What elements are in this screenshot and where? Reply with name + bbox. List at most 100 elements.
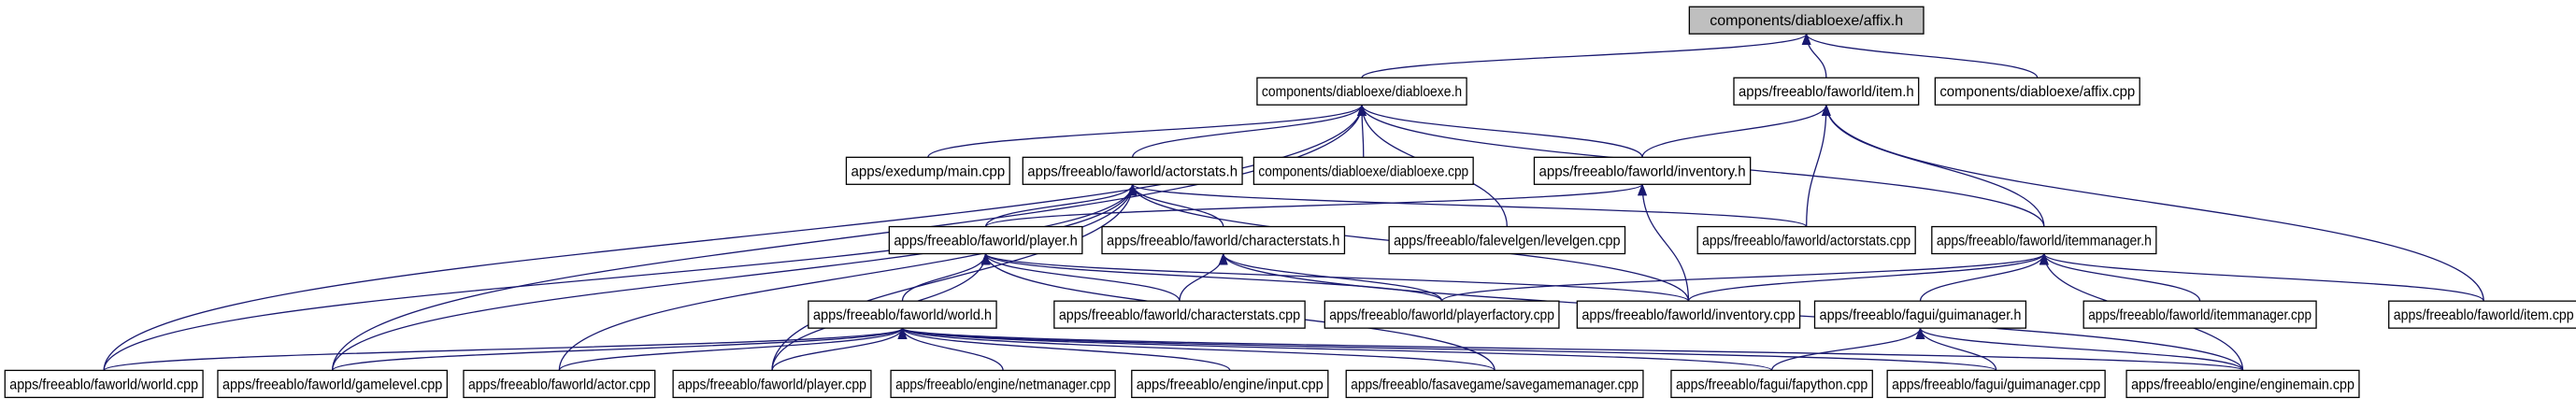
node-savegamemanager-cpp[interactable]: apps/freeablo/fasavegame/savegamemanager…: [1345, 369, 1644, 399]
edge-itemmanager_cpp-to-itemmanager_h: [2039, 252, 2201, 302]
node-actorstats-cpp[interactable]: apps/freeablo/faworld/actorstats.cpp: [1696, 225, 1916, 255]
node-characterstats-cpp[interactable]: apps/freeablo/faworld/characterstats.cpp: [1053, 300, 1306, 329]
node-world-h[interactable]: apps/freeablo/faworld/world.h: [808, 300, 997, 329]
edge-gamelevel_cpp-to-world_h: [331, 327, 908, 371]
edge-item_cpp-to-item_h: [1821, 104, 2484, 302]
node-fapython-cpp[interactable]: apps/freeablo/fagui/fapython.cpp: [1670, 369, 1873, 399]
edge-inventory_h-to-diabloexe_h: [1357, 104, 1643, 158]
nodes-layer: components/diabloexe/affix.h components/…: [4, 6, 2576, 399]
svg-text:apps/freeablo/fasavegame/saveg: apps/freeablo/fasavegame/savegamemanager…: [1351, 377, 1639, 392]
svg-text:apps/freeablo/faworld/inventor: apps/freeablo/faworld/inventory.h: [1538, 164, 1745, 179]
svg-text:apps/freeablo/engine/netmanage: apps/freeablo/engine/netmanager.cpp: [895, 377, 1110, 392]
edge-inventory_cpp-to-inventory_h: [1638, 183, 1690, 302]
svg-text:components/diabloexe/diabloexe: components/diabloexe/diabloexe.h: [1262, 84, 1462, 100]
edge-playerfactory_cpp-to-itemmanager_h: [1440, 252, 2049, 302]
edge-actorstats_cpp-to-actorstats_h: [1128, 183, 1808, 228]
edge-world_cpp-to-world_h: [103, 327, 907, 371]
edge-playerfactory_cpp-to-characterstats_h: [1218, 252, 1443, 302]
edge-enginemain_cpp-to-guimanager_h: [1915, 327, 2244, 371]
svg-text:components/diabloexe/diabloexe: components/diabloexe/diabloexe.cpp: [1258, 164, 1468, 179]
edge-characterstats_cpp-to-player_h: [980, 252, 1181, 302]
node-enginemain-cpp[interactable]: apps/freeablo/engine/enginemain.cpp: [2125, 369, 2360, 399]
svg-text:apps/freeablo/fagui/guimanager: apps/freeablo/fagui/guimanager.h: [1820, 307, 2022, 323]
edge-fapython_cpp-to-world_h: [897, 327, 1773, 371]
svg-text:apps/exedump/main.cpp: apps/exedump/main.cpp: [851, 164, 1005, 179]
node-levelgen-cpp[interactable]: apps/freeablo/falevelgen/levelgen.cpp: [1388, 225, 1626, 255]
node-item-cpp[interactable]: apps/freeablo/faworld/item.cpp: [2388, 300, 2576, 329]
node-affix-h[interactable]: components/diabloexe/affix.h: [1688, 6, 1925, 35]
edge-player_cpp-to-world_h: [771, 327, 908, 371]
edge-gamelevel_cpp-to-diabloexe_h: [331, 104, 1367, 371]
node-gamelevel-cpp[interactable]: apps/freeablo/faworld/gamelevel.cpp: [217, 369, 448, 399]
node-inventory-cpp[interactable]: apps/freeablo/faworld/inventory.cpp: [1576, 300, 1801, 329]
svg-text:apps/freeablo/faworld/inventor: apps/freeablo/faworld/inventory.cpp: [1581, 307, 1795, 323]
node-exedump-main-cpp[interactable]: apps/exedump/main.cpp: [845, 156, 1010, 185]
svg-text:apps/freeablo/engine/input.cpp: apps/freeablo/engine/input.cpp: [1137, 377, 1324, 392]
node-actorstats-h[interactable]: apps/freeablo/faworld/actorstats.h: [1022, 156, 1243, 185]
svg-text:apps/freeablo/faworld/player.c: apps/freeablo/faworld/player.cpp: [678, 377, 866, 392]
svg-text:components/diabloexe/affix.h: components/diabloexe/affix.h: [1710, 13, 1903, 29]
node-world-cpp[interactable]: apps/freeablo/faworld/world.cpp: [4, 369, 204, 399]
edge-actorstats_cpp-to-item_h: [1806, 104, 1831, 227]
edge-characterstats_h-to-actorstats_h: [1127, 183, 1224, 227]
edge-actor_cpp-to-world_h: [558, 327, 908, 371]
edge-actor_cpp-to-actorstats_h: [558, 183, 1138, 371]
node-itemmanager-h[interactable]: apps/freeablo/faworld/itemmanager.h: [1931, 225, 2157, 255]
edge-inventory_cpp-to-itemmanager_h: [1687, 252, 2049, 302]
edge-actorstats_h-to-diabloexe_h: [1132, 104, 1367, 158]
svg-text:apps/freeablo/faworld/characte: apps/freeablo/faworld/characterstats.cpp: [1059, 307, 1300, 323]
node-input-cpp[interactable]: apps/freeablo/engine/input.cpp: [1131, 369, 1329, 399]
edges-layer: [103, 33, 2484, 371]
node-inventory-h[interactable]: apps/freeablo/faworld/inventory.h: [1533, 156, 1752, 185]
edge-fapython_cpp-to-guimanager_h: [1770, 327, 1925, 371]
svg-text:apps/freeablo/faworld/playerfa: apps/freeablo/faworld/playerfactory.cpp: [1329, 307, 1554, 323]
svg-text:apps/freeablo/faworld/actorsta: apps/freeablo/faworld/actorstats.cpp: [1702, 234, 1911, 249]
svg-text:apps/freeablo/faworld/item.cpp: apps/freeablo/faworld/item.cpp: [2394, 307, 2574, 323]
node-itemmanager-cpp[interactable]: apps/freeablo/faworld/itemmanager.cpp: [2082, 300, 2317, 329]
node-guimanager-h[interactable]: apps/freeablo/fagui/guimanager.h: [1813, 300, 2027, 329]
svg-text:apps/freeablo/faworld/world.h: apps/freeablo/faworld/world.h: [813, 307, 992, 323]
svg-text:apps/freeablo/fagui/fapython.c: apps/freeablo/fagui/fapython.cpp: [1676, 377, 1868, 392]
node-affix-cpp[interactable]: components/diabloexe/affix.cpp: [1934, 77, 2140, 106]
node-player-cpp[interactable]: apps/freeablo/faworld/player.cpp: [672, 369, 872, 399]
svg-text:apps/freeablo/faworld/actorsta: apps/freeablo/faworld/actorstats.h: [1027, 164, 1238, 179]
edge-world_cpp-to-diabloexe_h: [103, 104, 1367, 371]
svg-text:components/diabloexe/affix.cpp: components/diabloexe/affix.cpp: [1939, 84, 2135, 100]
edge-guimanager_cpp-to-world_h: [898, 327, 1997, 371]
edge-itemmanager_h-to-item_h: [1821, 104, 2045, 227]
edge-gamelevel_cpp-to-actorstats_h: [331, 183, 1138, 371]
node-item-h[interactable]: apps/freeablo/faworld/item.h: [1733, 77, 1920, 106]
edge-item_cpp-to-itemmanager_h: [2039, 252, 2484, 302]
edge-player_h-to-actorstats_h: [984, 183, 1138, 227]
edge-diabloexe_h-to-affix_h: [1361, 33, 1811, 78]
edge-input_cpp-to-world_h: [897, 327, 1231, 371]
node-characterstats-h[interactable]: apps/freeablo/faworld/characterstats.h: [1101, 225, 1346, 255]
svg-text:apps/freeablo/faworld/characte: apps/freeablo/faworld/characterstats.h: [1107, 234, 1339, 249]
node-diabloexe-cpp[interactable]: components/diabloexe/diabloexe.cpp: [1252, 156, 1474, 185]
edge-player_cpp-to-actorstats_h: [771, 183, 1138, 371]
edge-item_h-to-affix_h: [1801, 33, 1827, 78]
svg-text:apps/freeablo/falevelgen/level: apps/freeablo/falevelgen/levelgen.cpp: [1394, 234, 1620, 249]
node-playerfactory-cpp[interactable]: apps/freeablo/faworld/playerfactory.cpp: [1324, 300, 1560, 329]
svg-text:apps/freeablo/faworld/item.h: apps/freeablo/faworld/item.h: [1739, 84, 1914, 100]
edge-player_h-to-inventory_h: [984, 183, 1647, 228]
svg-text:apps/freeablo/faworld/itemmana: apps/freeablo/faworld/itemmanager.cpp: [2088, 307, 2311, 323]
node-player-h[interactable]: apps/freeablo/faworld/player.h: [888, 225, 1083, 255]
node-guimanager-cpp[interactable]: apps/freeablo/fagui/guimanager.cpp: [1886, 369, 2106, 399]
svg-text:apps/freeablo/faworld/world.cp: apps/freeablo/faworld/world.cpp: [9, 377, 198, 392]
edge-guimanager_h-to-itemmanager_h: [1919, 252, 2049, 302]
edge-affix_cpp-to-affix_h: [1801, 33, 2039, 78]
node-actor-cpp[interactable]: apps/freeablo/faworld/actor.cpp: [463, 369, 656, 399]
edge-enginemain_cpp-to-world_h: [898, 327, 2244, 371]
edge-savegamemanager_cpp-to-world_h: [897, 327, 1496, 371]
node-netmanager-cpp[interactable]: apps/freeablo/engine/netmanager.cpp: [890, 369, 1116, 399]
svg-text:apps/freeablo/faworld/player.h: apps/freeablo/faworld/player.h: [894, 234, 1078, 249]
edge-world_cpp-to-actorstats_h: [103, 183, 1138, 371]
svg-text:apps/freeablo/faworld/itemmana: apps/freeablo/faworld/itemmanager.h: [1937, 234, 2152, 249]
edge-inventory_h-to-item_h: [1641, 104, 1831, 158]
node-diabloexe-h[interactable]: components/diabloexe/diabloexe.h: [1256, 77, 1467, 106]
edge-exedump_main-to-diabloexe_h: [927, 104, 1367, 158]
svg-text:apps/freeablo/engine/enginemai: apps/freeablo/engine/enginemain.cpp: [2131, 377, 2354, 392]
edge-playerfactory_cpp-to-player_h: [980, 252, 1443, 302]
svg-text:apps/freeablo/faworld/gameleve: apps/freeablo/faworld/gamelevel.cpp: [222, 377, 442, 392]
